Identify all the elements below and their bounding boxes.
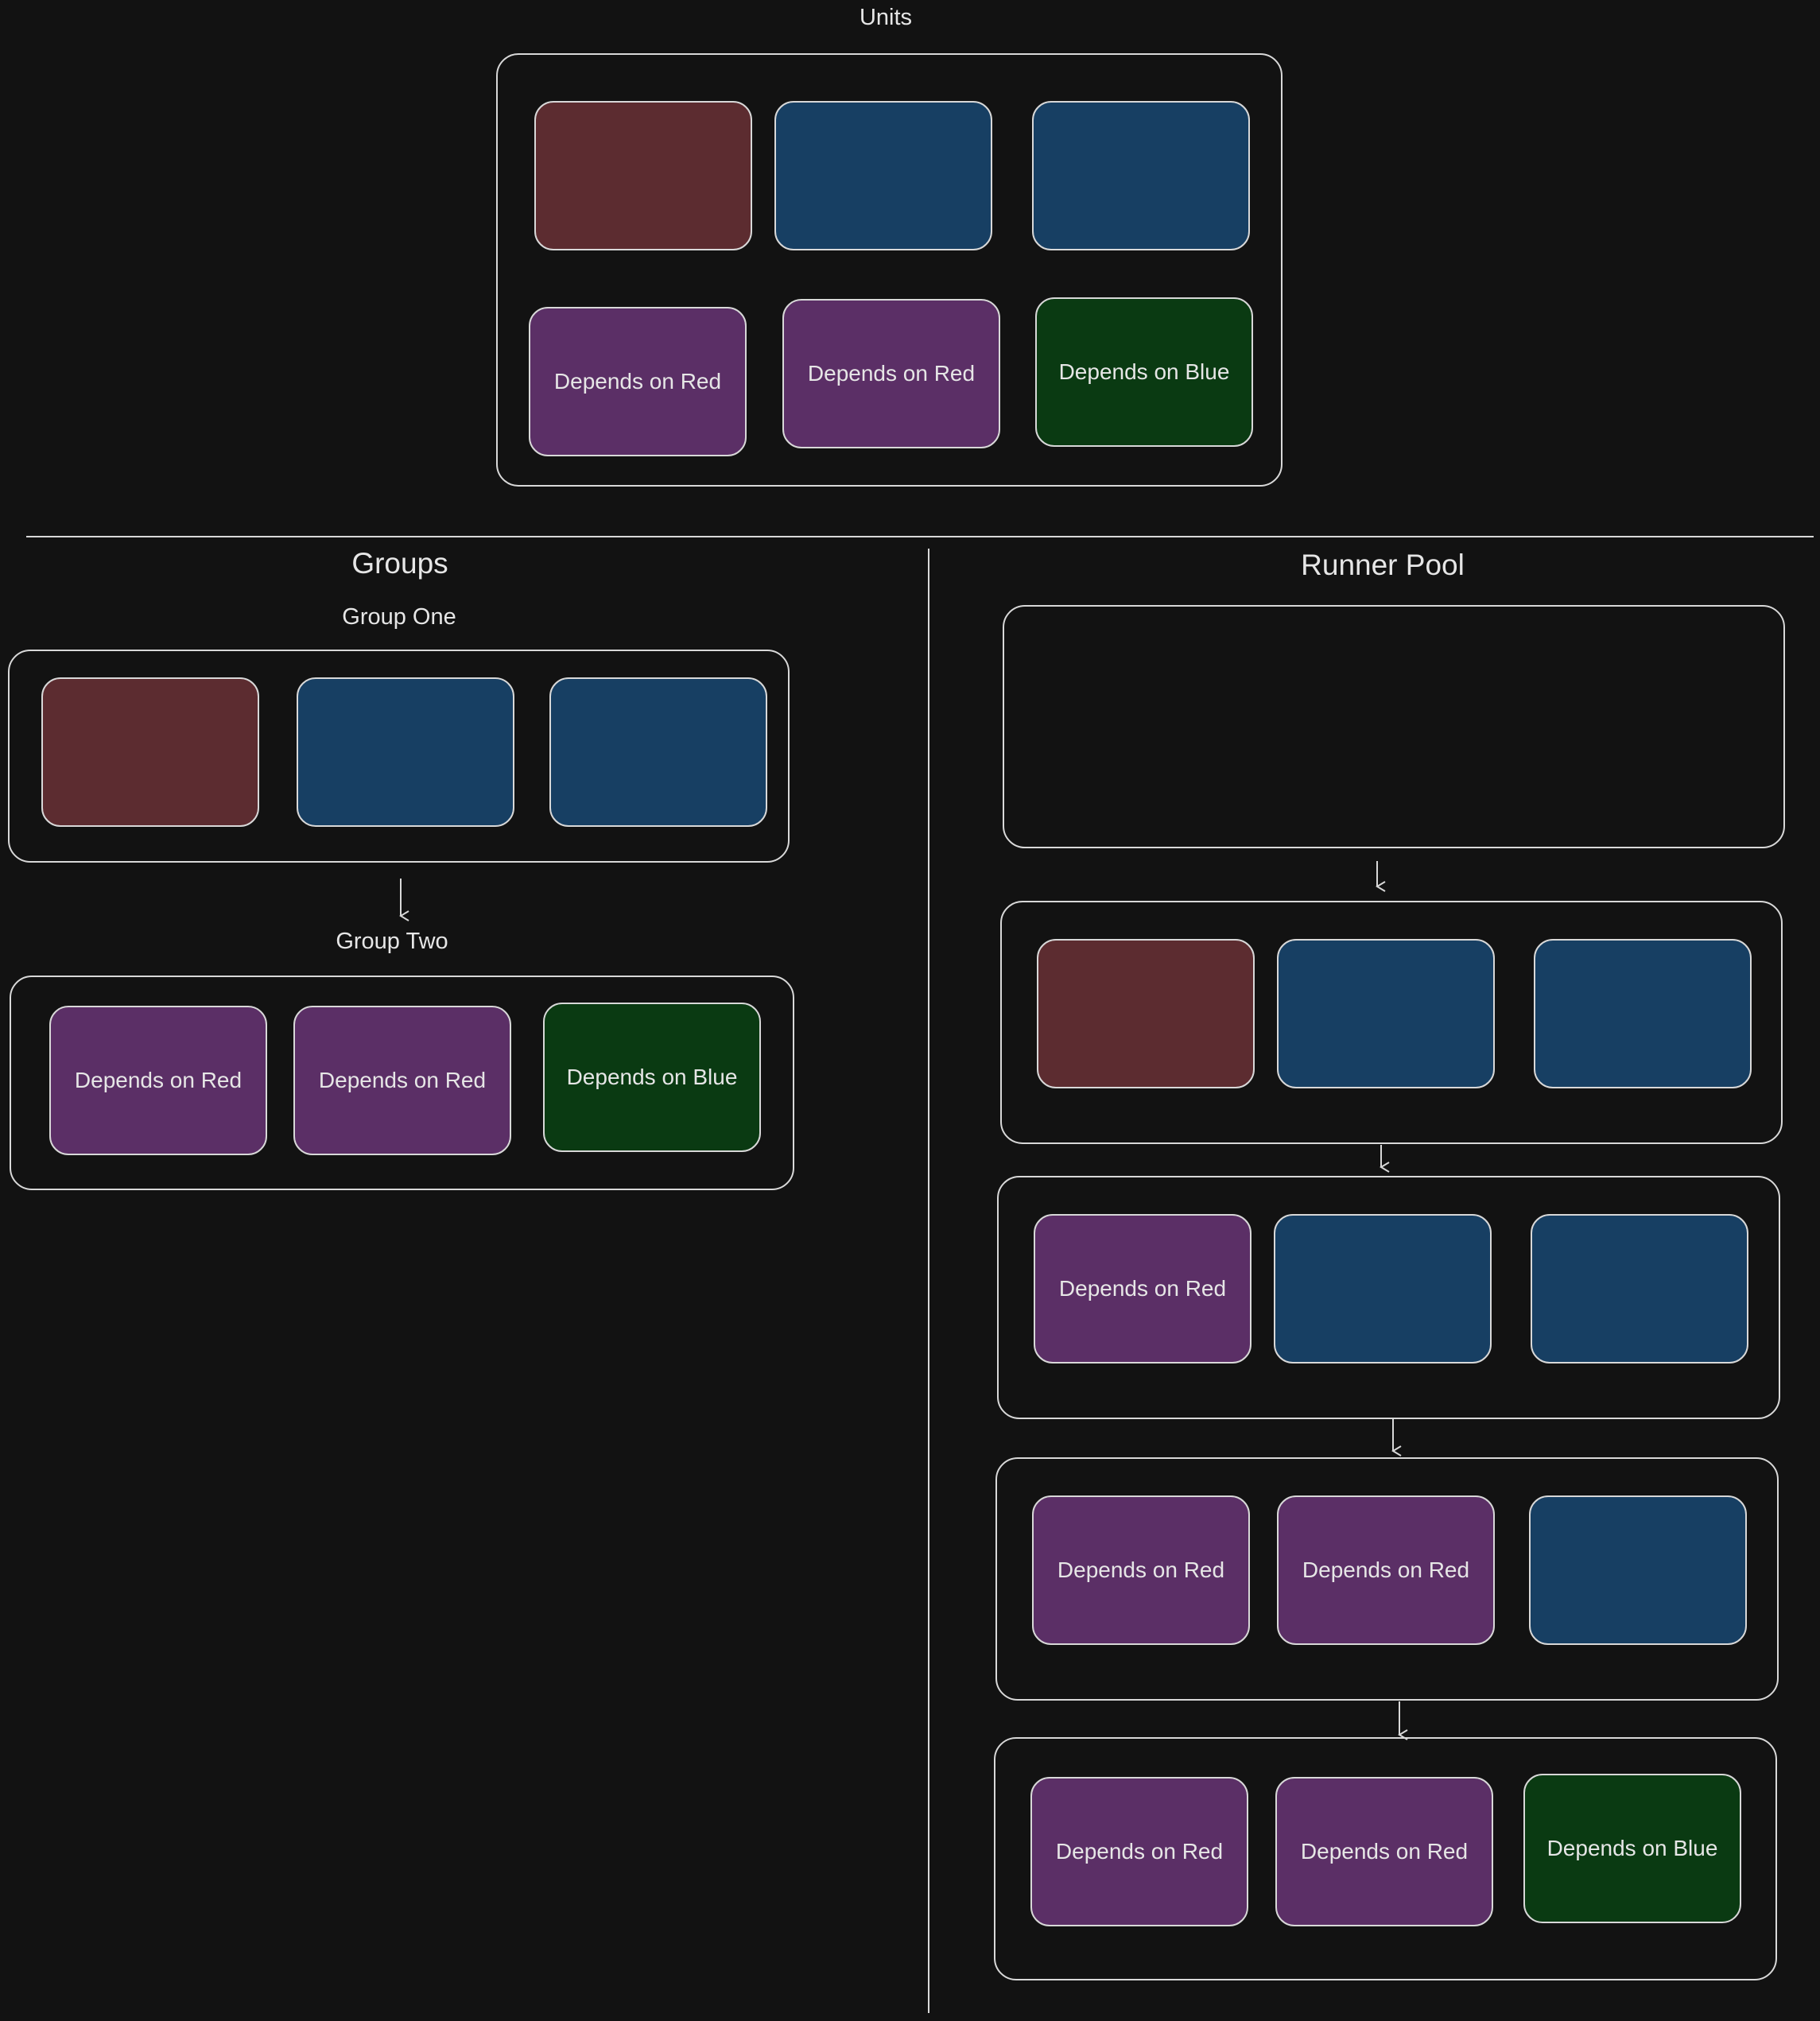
runner-pool-stage-5: Depends on Red Depends on Red Depends on… [994,1737,1777,1980]
group-two-unit-depends-on-red: Depends on Red [293,1006,511,1155]
group-one-frame [8,650,790,863]
runner-pool-stage-2 [1000,901,1783,1144]
units-title: Units [859,5,913,30]
group-two-unit-depends-on-red: Depends on Red [49,1006,267,1155]
units-frame: Depends on Red Depends on Red Depends on… [496,53,1283,487]
pool-unit-depends-on-blue: Depends on Blue [1523,1774,1741,1923]
runner-pool-title: Runner Pool [1301,549,1465,581]
pool-unit-depends-on-red: Depends on Red [1275,1777,1493,1926]
pool-unit-blue [1274,1214,1492,1363]
pool-unit-blue [1529,1495,1747,1645]
pool-unit-depends-on-red: Depends on Red [1034,1214,1251,1363]
groups-title: Groups [351,547,448,580]
runner-pool-stage-3: Depends on Red [997,1176,1780,1419]
pool-unit-blue [1531,1214,1748,1363]
pool-unit-blue [1277,939,1495,1088]
group-one-unit-blue [297,677,514,827]
pool-unit-red [1037,939,1255,1088]
group-two-frame: Depends on Red Depends on Red Depends on… [10,976,794,1190]
unit-depends-on-blue: Depends on Blue [1035,297,1253,447]
group-two-unit-depends-on-blue: Depends on Blue [543,1003,761,1152]
group-one-unit-blue [549,677,767,827]
unit-depends-on-red: Depends on Red [529,307,747,456]
runner-pool-stage-4: Depends on Red Depends on Red [995,1457,1779,1701]
unit-blue [1032,101,1250,250]
unit-depends-on-red: Depends on Red [782,299,1000,448]
group-one-unit-red [41,677,259,827]
group-two-title: Group Two [336,929,448,954]
pool-unit-depends-on-red: Depends on Red [1032,1495,1250,1645]
unit-red [534,101,752,250]
unit-blue [774,101,992,250]
pool-unit-depends-on-red: Depends on Red [1277,1495,1495,1645]
group-one-title: Group One [342,604,456,630]
pool-unit-blue [1534,939,1752,1088]
runner-pool-stage-1 [1003,605,1785,848]
pool-unit-depends-on-red: Depends on Red [1030,1777,1248,1926]
